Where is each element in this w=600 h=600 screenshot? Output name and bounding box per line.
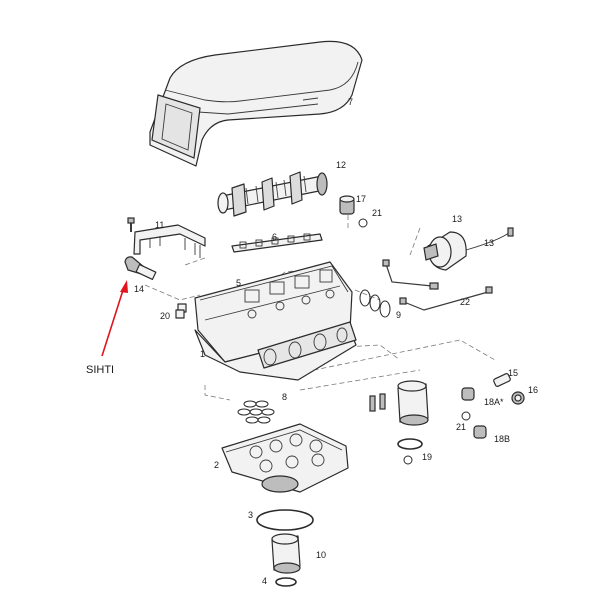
part-rings-9 — [359, 289, 391, 318]
part-fittings — [461, 373, 525, 439]
callout-13a: 13 — [452, 214, 462, 224]
callout-13b: 13 — [484, 238, 494, 248]
callout-3: 3 — [248, 510, 253, 520]
part-valve-body — [177, 303, 357, 381]
callout-21b: 21 — [456, 422, 466, 432]
callout-7: 7 — [348, 97, 353, 107]
callout-18a: 18A* — [484, 397, 504, 407]
part-rings-8 — [237, 400, 275, 424]
callout-4: 4 — [262, 576, 267, 586]
part-cylinder — [397, 380, 429, 465]
callout-19: 19 — [422, 452, 432, 462]
part-motor — [423, 227, 514, 271]
callout-5: 5 — [236, 278, 241, 288]
arrow-head-icon — [120, 280, 128, 293]
part-cables — [382, 259, 493, 311]
callout-15: 15 — [508, 368, 518, 378]
part-piston — [217, 171, 328, 217]
callout-1: 1 — [200, 349, 205, 359]
callout-9: 9 — [396, 310, 401, 320]
callout-labels: 7 12 17 21 11 6 13 13 5 14 22 9 20 1 15 … — [134, 97, 538, 586]
callout-10: 10 — [316, 550, 326, 560]
callout-20: 20 — [160, 311, 170, 321]
callout-11: 11 — [155, 220, 164, 230]
part-bracket — [127, 217, 206, 258]
part-plug-17 — [339, 195, 368, 228]
part-base — [221, 423, 349, 493]
callout-12: 12 — [336, 160, 346, 170]
part-strainer — [124, 256, 157, 281]
callout-18b: 18B — [494, 434, 510, 444]
callout-16: 16 — [528, 385, 538, 395]
part-cover — [149, 40, 363, 167]
callout-14: 14 — [134, 284, 144, 294]
callout-2: 2 — [214, 460, 219, 470]
callout-21a: 21 — [372, 208, 382, 218]
part-screws — [369, 393, 386, 412]
callout-8: 8 — [282, 392, 287, 402]
part-bottom — [256, 509, 314, 587]
part-clip — [175, 309, 185, 319]
red-arrow — [101, 286, 125, 357]
sihti-label: SIHTI — [86, 364, 114, 376]
callout-17: 17 — [356, 194, 366, 204]
sihti-annotation: SIHTI — [86, 280, 128, 376]
callout-6: 6 — [272, 232, 277, 242]
part-strip — [231, 233, 323, 253]
callout-22: 22 — [460, 297, 470, 307]
